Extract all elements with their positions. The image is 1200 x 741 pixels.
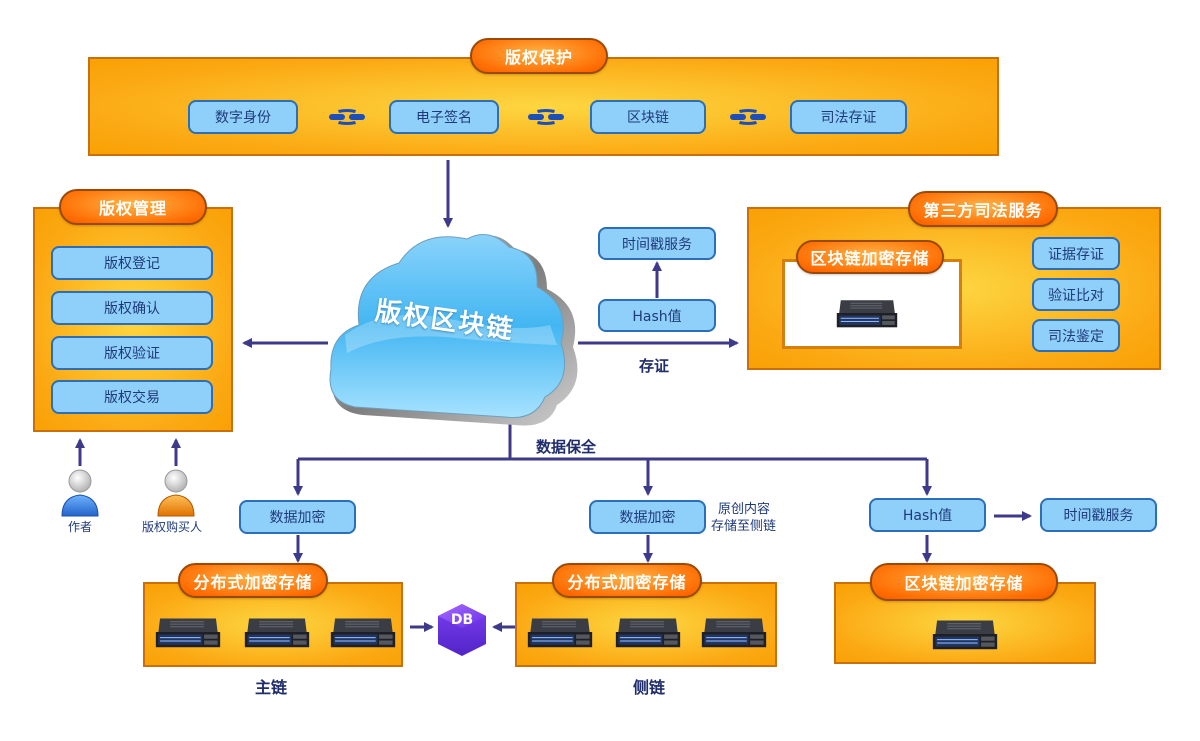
copyright-management-title: 版权管理	[59, 189, 207, 225]
protection-item-judicial-evidence[interactable]: 司法存证	[790, 100, 907, 134]
hash-chain-hash-box[interactable]: Hash值	[869, 498, 986, 532]
server-icon	[836, 300, 898, 328]
side-chain-encrypt-box[interactable]: 数据加密	[589, 500, 706, 534]
cloud-icon	[329, 234, 578, 426]
management-item-verification[interactable]: 版权验证	[51, 336, 213, 370]
timestamp-service-box[interactable]: 时间戳服务	[598, 227, 716, 260]
protection-item-e-signature[interactable]: 电子签名	[389, 100, 499, 134]
server-icon	[330, 618, 396, 648]
hash-chain-storage-title: 区块链加密存储	[870, 563, 1058, 601]
chain-link-icon	[528, 109, 564, 125]
main-chain-storage-title: 分布式加密存储	[178, 563, 328, 598]
server-icon	[527, 618, 593, 648]
database-label: DB	[451, 612, 473, 628]
main-chain-encrypt-box[interactable]: 数据加密	[239, 500, 356, 534]
side-chain-storage-title: 分布式加密存储	[552, 563, 702, 598]
hash-value-box[interactable]: Hash值	[598, 299, 716, 332]
third-party-judicial-title: 第三方司法服务	[908, 191, 1058, 227]
database-icon: DB	[438, 604, 486, 656]
server-icon	[155, 618, 221, 648]
server-icon	[615, 618, 681, 648]
user-buyer-label: 版权购买人	[142, 520, 203, 534]
data-preservation-label: 数据保全	[536, 438, 597, 456]
chain-link-icon	[329, 109, 365, 125]
side-chain-note-line1: 原创内容	[718, 502, 771, 517]
chain-link-icon	[730, 109, 766, 125]
protection-item-digital-identity[interactable]: 数字身份	[188, 100, 298, 134]
management-item-confirmation[interactable]: 版权确认	[51, 291, 213, 325]
server-icon	[244, 618, 310, 648]
side-chain-note-line2: 存储至侧链	[711, 519, 777, 534]
judicial-item-evidence-storage[interactable]: 证据存证	[1032, 237, 1120, 270]
user-blue-icon	[61, 469, 99, 517]
protection-item-blockchain[interactable]: 区块链	[590, 100, 706, 134]
management-item-trading[interactable]: 版权交易	[51, 380, 213, 414]
side-chain-caption: 侧链	[633, 678, 666, 697]
blockchain-storage-inner-title: 区块链加密存储	[796, 240, 944, 274]
server-icon	[932, 620, 998, 650]
hash-chain-timestamp-box[interactable]: 时间戳服务	[1040, 498, 1157, 532]
main-chain-caption: 主链	[255, 678, 288, 697]
evidence-arrow-label: 存证	[639, 357, 670, 375]
judicial-item-verify-compare[interactable]: 验证比对	[1032, 278, 1120, 311]
user-orange-icon	[157, 469, 195, 517]
management-item-registration[interactable]: 版权登记	[51, 246, 213, 280]
server-icon	[701, 618, 767, 648]
user-author-label: 作者	[68, 520, 93, 534]
judicial-item-forensic-appraisal[interactable]: 司法鉴定	[1032, 319, 1120, 352]
copyright-protection-title: 版权保护	[470, 38, 608, 74]
